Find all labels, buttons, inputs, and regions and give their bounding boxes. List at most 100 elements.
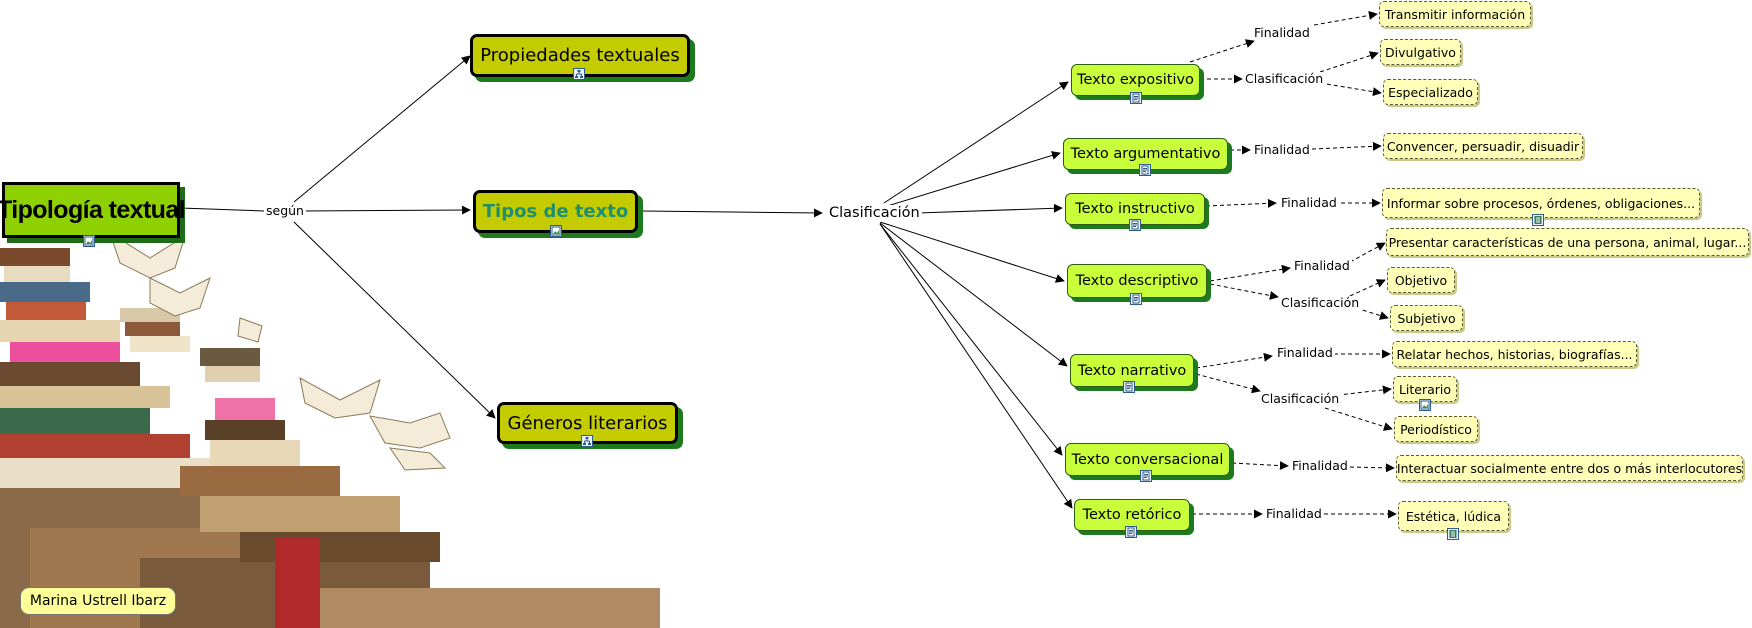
link-segun-tipos — [301, 205, 471, 215]
leaf-label: Informar sobre procesos, órdenes, obliga… — [1386, 195, 1696, 211]
leaf-periodistico[interactable]: Periodístico — [1394, 416, 1478, 442]
label-conversacional-finalidad: Finalidad — [1290, 458, 1350, 473]
attachment-icon[interactable] — [1532, 214, 1544, 226]
leaf-label: Estética, lúdica — [1405, 508, 1502, 524]
label-descriptivo-finalidad: Finalidad — [1292, 258, 1352, 273]
document-icon[interactable] — [1123, 381, 1135, 393]
label-expositivo-finalidad: Finalidad — [1252, 25, 1312, 40]
leaf-especializado[interactable]: Especializado — [1383, 79, 1478, 105]
document-icon[interactable] — [1139, 164, 1151, 176]
link-descriptivo-finalidad-value — [1349, 242, 1386, 263]
link-clas-retorico — [879, 223, 1073, 509]
leaf-label: Presentar características de una persona… — [1388, 234, 1747, 250]
link-clas-narrativo — [879, 222, 1068, 367]
link-segun-propiedades — [293, 55, 471, 203]
document-icon[interactable] — [1130, 293, 1142, 305]
leaf-label: Transmitir información — [1384, 6, 1526, 22]
leaf-label: Subjetivo — [1397, 310, 1456, 326]
link-label-segun: según — [264, 203, 306, 218]
node-label: Texto expositivo — [1077, 72, 1194, 88]
node-label: Texto narrativo — [1077, 362, 1187, 379]
document-icon[interactable] — [1130, 92, 1142, 104]
clasificacion-hub-label: Clasificación — [827, 205, 922, 222]
leaf-transmitir-informacion[interactable]: Transmitir información — [1379, 1, 1531, 27]
node-texto-expositivo[interactable]: Texto expositivo — [1071, 64, 1200, 96]
label-instructivo-finalidad: Finalidad — [1279, 195, 1339, 210]
link-expositivo-especializado — [1319, 82, 1382, 97]
node-label: Texto conversacional — [1071, 451, 1224, 468]
link-clas-instructivo — [917, 203, 1063, 214]
leaf-estetica-ludica[interactable]: Estética, lúdica — [1398, 501, 1509, 531]
topic-tipos-label: Tipos de texto — [482, 201, 629, 222]
leaf-label: Relatar hechos, historias, biografías... — [1396, 346, 1633, 362]
link-argumentativo-finalidad-value — [1311, 141, 1382, 151]
topic-propiedades-label: Propiedades textuales — [480, 45, 680, 66]
label-narrativo-finalidad: Finalidad — [1275, 345, 1335, 360]
label-expositivo-clasificacion: Clasificación — [1243, 71, 1326, 86]
leaf-presentar-caracteristicas[interactable]: Presentar características de una persona… — [1386, 228, 1749, 256]
document-icon[interactable] — [1129, 219, 1141, 231]
leaf-label: Interactuar socialmente entre dos o más … — [1396, 460, 1743, 476]
leaf-label: Objetivo — [1394, 272, 1448, 288]
label-argumentativo-finalidad: Finalidad — [1252, 142, 1312, 157]
leaf-interactuar-socialmente[interactable]: Interactuar socialmente entre dos o más … — [1396, 455, 1743, 481]
link-descriptivo-objetivo — [1349, 279, 1386, 297]
link-expositivo-finalidad — [1189, 39, 1255, 63]
hierarchy-icon[interactable] — [573, 68, 585, 80]
leaf-relatar-hechos[interactable]: Relatar hechos, historias, biografías... — [1392, 341, 1637, 367]
leaf-divulgativo[interactable]: Divulgativo — [1380, 39, 1461, 65]
leaf-label: Especializado — [1388, 84, 1473, 100]
label-descriptivo-clasificacion: Clasificación — [1279, 295, 1362, 310]
main-topic-label: Tipología textual — [0, 195, 186, 224]
leaf-subjetivo[interactable]: Subjetivo — [1390, 305, 1463, 331]
image-icon[interactable] — [550, 225, 562, 237]
link-expositivo-finalidad-value — [1313, 10, 1378, 26]
document-icon[interactable] — [1125, 526, 1137, 538]
link-descriptivo-clasificacion — [1209, 283, 1279, 300]
flying-books — [111, 238, 451, 471]
link-clas-argumentativo — [883, 151, 1061, 208]
link-conversacional-finalidad-value — [1349, 463, 1395, 473]
link-main-segun — [179, 207, 265, 212]
leaf-label: Convencer, persuadir, disuadir — [1386, 138, 1580, 154]
label-narrativo-clasificacion: Clasificación — [1259, 391, 1342, 406]
node-label: Texto argumentativo — [1070, 146, 1221, 162]
link-narrativo-finalidad — [1195, 352, 1273, 369]
link-conversacional-finalidad — [1231, 461, 1289, 471]
link-clas-descriptivo — [879, 221, 1065, 283]
book-stack-left — [0, 248, 210, 488]
link-tipos-clasificacion — [642, 208, 823, 218]
main-topic-node[interactable]: Tipología textual — [0, 182, 186, 238]
hierarchy-icon[interactable] — [581, 435, 593, 447]
topic-generos-label: Géneros literarios — [507, 412, 668, 434]
leaf-label: Divulgativo — [1385, 44, 1456, 60]
link-narrativo-periodistico — [1324, 407, 1393, 431]
link-narrativo-clasificacion — [1195, 373, 1261, 394]
document-icon[interactable] — [1140, 470, 1152, 482]
leaf-objetivo[interactable]: Objetivo — [1387, 267, 1455, 293]
link-descriptivo-finalidad — [1209, 264, 1291, 282]
author-label[interactable]: Marina Ustrell Ibarz — [20, 587, 176, 615]
author-name: Marina Ustrell Ibarz — [29, 593, 167, 609]
label-retorico-finalidad: Finalidad — [1264, 506, 1324, 521]
leaf-label: Literario — [1398, 381, 1452, 397]
node-label: Texto descriptivo — [1075, 273, 1199, 289]
link-clas-conversacional — [879, 223, 1063, 456]
node-label: Texto instructivo — [1075, 201, 1195, 217]
node-texto-retorico[interactable]: Texto retórico — [1074, 499, 1190, 531]
leaf-label: Periodístico — [1400, 421, 1472, 437]
link-descriptivo-subjetivo — [1355, 307, 1389, 320]
image-icon[interactable] — [83, 235, 95, 247]
attachment-icon[interactable] — [1447, 528, 1459, 540]
link-segun-generos — [293, 221, 496, 419]
link-clas-expositivo — [883, 81, 1069, 204]
leaf-informar-procesos[interactable]: Informar sobre procesos, órdenes, obliga… — [1382, 188, 1700, 218]
book-stack-middle — [120, 308, 440, 628]
leaf-convencer-persuadir[interactable]: Convencer, persuadir, disuadir — [1383, 133, 1583, 159]
node-texto-descriptivo[interactable]: Texto descriptivo — [1067, 264, 1207, 298]
link-expositivo-divulgativo — [1319, 51, 1379, 73]
books-illustration — [0, 238, 660, 628]
image-icon[interactable] — [1419, 399, 1431, 411]
